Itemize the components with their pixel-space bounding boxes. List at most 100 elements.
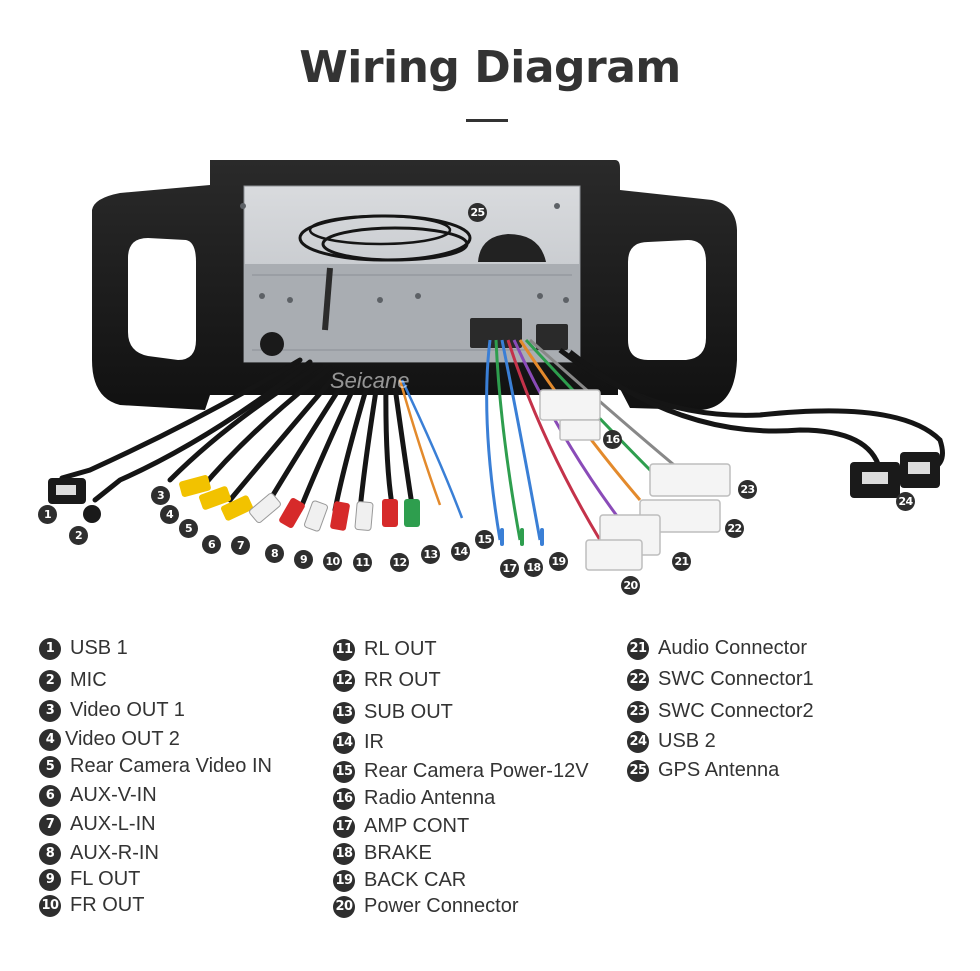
- legend-label: Radio Antenna: [364, 787, 496, 809]
- pin-ends: [500, 528, 544, 546]
- legend-label: AUX-V-IN: [70, 784, 157, 806]
- marker-6: 6: [202, 535, 221, 554]
- marker-2: 2: [69, 526, 88, 545]
- legend-item: 19 BACK CAR: [333, 869, 466, 892]
- legend-label: GPS Antenna: [658, 759, 780, 781]
- legend-label: FL OUT: [70, 868, 141, 890]
- number-badge: 9: [39, 868, 61, 891]
- legend-item: 18 BRAKE: [333, 842, 432, 865]
- legend-item: 25 GPS Antenna: [627, 759, 779, 782]
- white-connectors: [539, 389, 731, 571]
- number-badge: 14: [333, 731, 355, 754]
- legend-item: 13 SUB OUT: [333, 701, 453, 724]
- marker-24: 24: [896, 492, 915, 511]
- legend-label: FR OUT: [70, 894, 145, 916]
- number-badge: 5: [39, 755, 61, 778]
- marker-16: 16: [603, 430, 622, 449]
- marker-3: 3: [151, 486, 170, 505]
- marker-7: 7: [231, 536, 250, 555]
- usb2-cables: [558, 348, 945, 473]
- left-cables: [59, 357, 415, 513]
- number-badge: 15: [333, 760, 355, 783]
- legend-label: USB 2: [658, 730, 716, 752]
- page-title: Wiring Diagram: [299, 42, 681, 93]
- legend-label: RL OUT: [364, 638, 437, 660]
- marker-12: 12: [390, 553, 409, 572]
- number-badge: 10: [39, 894, 61, 917]
- legend-item: 1 USB 1: [39, 637, 128, 660]
- number-badge: 12: [333, 669, 355, 692]
- legend-item: 20 Power Connector: [333, 895, 519, 918]
- legend-label: Power Connector: [364, 895, 519, 917]
- marker-5: 5: [179, 519, 198, 538]
- legend-item: 5 Rear Camera Video IN: [39, 755, 272, 778]
- marker-11: 11: [353, 553, 372, 572]
- number-badge: 11: [333, 638, 355, 661]
- marker-22: 22: [725, 519, 744, 538]
- legend-label: BRAKE: [364, 842, 432, 864]
- number-badge: 16: [333, 787, 355, 810]
- legend-label: AUX-L-IN: [70, 813, 156, 835]
- number-badge: 13: [333, 701, 355, 724]
- marker-23: 23: [738, 480, 757, 499]
- number-badge: 24: [627, 730, 649, 753]
- legend-item: 11 RL OUT: [333, 638, 437, 661]
- legend-item: 23 SWC Connector2: [627, 700, 814, 723]
- number-badge: 8: [39, 842, 61, 865]
- number-badge: 7: [39, 813, 61, 836]
- marker-1: 1: [38, 505, 57, 524]
- marker-25: 25: [468, 203, 487, 222]
- legend-item: 16 Radio Antenna: [333, 787, 495, 810]
- legend-item: 12 RR OUT: [333, 669, 441, 692]
- rca-plugs: [179, 475, 420, 532]
- legend-item: 22 SWC Connector1: [627, 668, 814, 691]
- number-badge: 19: [333, 869, 355, 892]
- legend-label: Video OUT 2: [65, 728, 180, 750]
- marker-15: 15: [475, 530, 494, 549]
- legend-label: Rear Camera Power-12V: [364, 760, 589, 782]
- legend-label: USB 1: [70, 637, 128, 659]
- number-badge: 20: [333, 895, 355, 918]
- legend-item: 10 FR OUT: [39, 894, 144, 917]
- legend-label: RR OUT: [364, 669, 441, 691]
- marker-18: 18: [524, 558, 543, 577]
- thin-wires: [398, 379, 464, 519]
- legend-label: SWC Connector2: [658, 700, 814, 722]
- number-badge: 25: [627, 759, 649, 782]
- mic-plug: [83, 505, 101, 523]
- number-badge: 18: [333, 842, 355, 865]
- wiring-diagram-photo: Seicane: [48, 160, 945, 571]
- number-badge: 23: [627, 700, 649, 723]
- number-badge: 6: [39, 784, 61, 807]
- legend-label: Rear Camera Video IN: [70, 755, 272, 777]
- legend-label: SUB OUT: [364, 701, 453, 723]
- legend-item: 9 FL OUT: [39, 868, 140, 891]
- legend-label: AMP CONT: [364, 815, 470, 837]
- number-badge: 22: [627, 668, 649, 691]
- harness-wires: [485, 338, 681, 541]
- legend-label: BACK CAR: [364, 869, 467, 891]
- watermark: Seicane: [330, 368, 410, 393]
- legend-item: 24 USB 2: [627, 730, 716, 753]
- legend-item: 7 AUX-L-IN: [39, 813, 156, 836]
- title-underline: [466, 119, 508, 122]
- legend-label: MIC: [70, 669, 107, 691]
- legend-label: Video OUT 1: [70, 699, 185, 721]
- legend-item: 6 AUX-V-IN: [39, 784, 157, 807]
- gps-antenna: [298, 214, 546, 331]
- marker-21: 21: [672, 552, 691, 571]
- number-badge: 17: [333, 815, 355, 838]
- number-badge: 1: [39, 637, 61, 660]
- legend-item: 17 AMP CONT: [333, 815, 469, 838]
- legend-label: SWC Connector1: [658, 668, 814, 690]
- number-badge: 4: [39, 728, 61, 751]
- legend-item: 15 Rear Camera Power-12V: [333, 760, 589, 783]
- marker-13: 13: [421, 545, 440, 564]
- marker-10: 10: [323, 552, 342, 571]
- marker-14: 14: [451, 542, 470, 561]
